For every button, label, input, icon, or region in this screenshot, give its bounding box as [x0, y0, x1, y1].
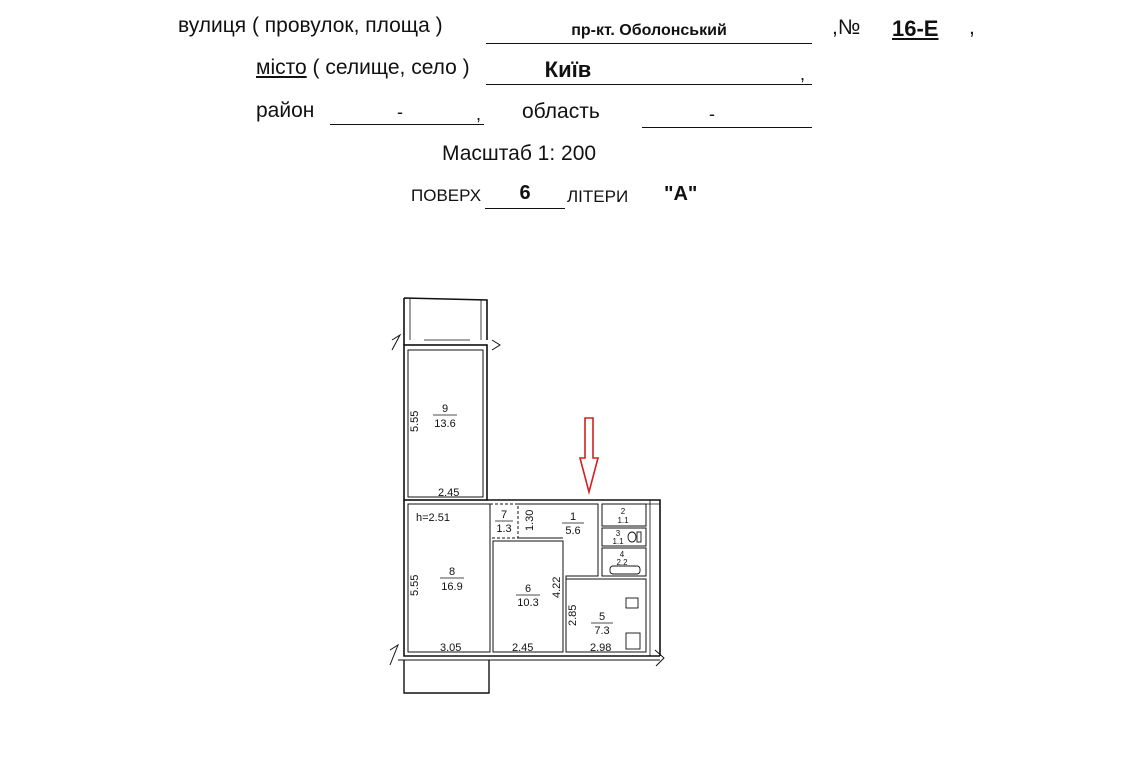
city-underline: [486, 84, 812, 85]
floor-underline: [485, 208, 565, 209]
street-label: вулиця ( провулок, площа ): [178, 14, 443, 37]
dim-room6-height: 4.22: [551, 577, 563, 598]
room-7-area: 1.3: [496, 523, 511, 535]
room-1-number: 1: [570, 511, 576, 523]
room-8-area: 16.9: [441, 581, 462, 593]
room-3-number: 3: [616, 529, 621, 538]
district-value: -: [397, 102, 403, 122]
city-label-rest: ( селище, село ): [306, 56, 470, 79]
dim-room9-width: 2.45: [438, 487, 459, 499]
street-underline: [486, 43, 812, 44]
district-underline: [330, 124, 484, 125]
dim-room9-height: 5.55: [409, 411, 421, 432]
room-9-number: 9: [442, 403, 448, 415]
room-8-number: 8: [449, 566, 455, 578]
scale-label: Масштаб 1: 200: [442, 142, 597, 165]
region-label: область: [522, 100, 600, 123]
room-5-number: 5: [599, 611, 605, 623]
floor-value: 6: [519, 182, 531, 204]
dim-room6-width: 2.45: [512, 642, 533, 654]
city-value: Київ: [544, 57, 592, 82]
dim-room8-height: 5.55: [409, 575, 421, 596]
city-comma: ,: [800, 64, 806, 84]
room-2-area: 1.1: [617, 516, 629, 525]
room-9-area: 13.6: [434, 418, 455, 430]
floor-label: ПОВЕРХ: [411, 186, 482, 205]
plan-walls: [389, 297, 665, 694]
room-4-number: 4: [620, 550, 625, 559]
house-number: 16-Е: [892, 16, 939, 41]
room-4-area: 2.2: [616, 558, 628, 567]
room-6-number: 6: [525, 583, 531, 595]
room-7-number: 7: [501, 509, 507, 521]
dim-room5-width: 2.98: [590, 642, 611, 654]
street-value: пр-кт. Оболонський: [571, 22, 727, 39]
city-word: місто: [256, 56, 307, 79]
room-2-number: 2: [621, 507, 626, 516]
district-comma: ,: [476, 104, 482, 124]
district-label: район: [256, 99, 315, 122]
letters-value: "А": [664, 183, 698, 205]
entrance-arrow-icon: [578, 417, 600, 496]
ceiling-height: h=2.51: [416, 512, 450, 524]
number-prefix: ,№: [832, 16, 861, 39]
dim-room7-height: 1.30: [524, 510, 536, 531]
region-underline: [642, 127, 812, 128]
trailing-comma: ,: [969, 16, 975, 39]
room-1-area: 5.6: [565, 525, 580, 537]
letters-label: ЛІТЕРИ: [567, 187, 629, 206]
dim-room5-height: 2.85: [567, 605, 579, 626]
room-5-area: 7.3: [594, 625, 609, 637]
room-6-area: 10.3: [517, 597, 538, 609]
city-label: місто ( селище, село ): [256, 56, 470, 80]
dim-room8-width: 3.05: [440, 642, 461, 654]
room-3-area: 1.1: [612, 537, 624, 546]
region-value: -: [709, 104, 715, 124]
